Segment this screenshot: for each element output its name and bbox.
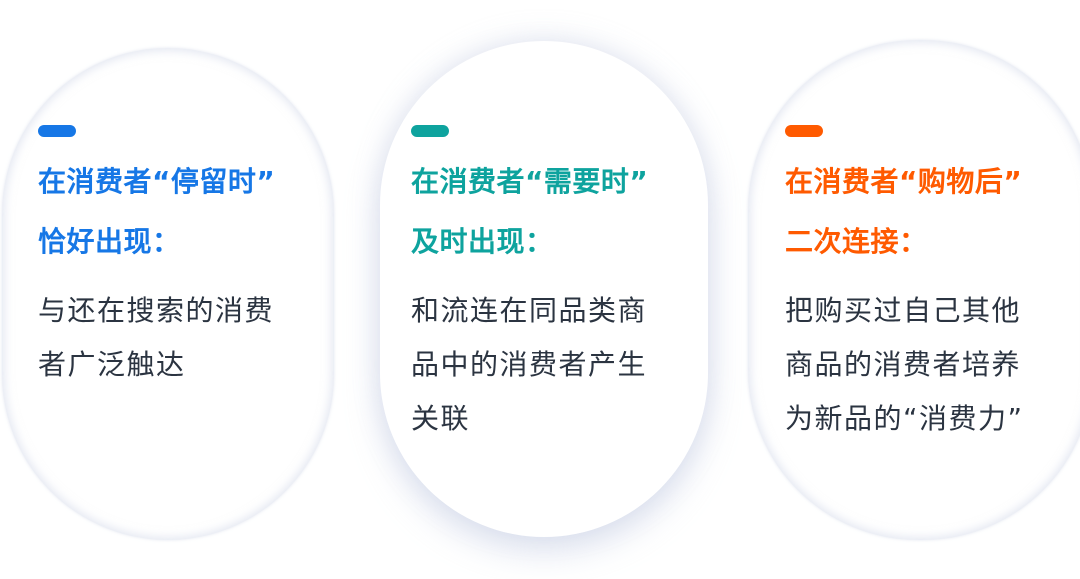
body-line: 和流连在同品类商 [411,294,648,327]
body-line: 品中的消费者产生 [411,348,648,381]
card-title: 在消费者“停留时” 恰好出现： [38,152,275,272]
accent-bar-orange [785,125,823,137]
accent-bar-teal [411,125,449,137]
card-description: 与还在搜索的消费 者广泛触达 [38,284,274,392]
card-need-time [380,41,708,537]
title-line: 在消费者“停留时” [38,165,276,198]
body-line: 商品的消费者培养 [785,348,1022,381]
card-title: 在消费者“购物后” 二次连接： [785,152,1022,272]
title-line: 在消费者“购物后” [785,165,1023,198]
title-line: 恰好出现： [38,225,181,258]
body-line: 者广泛触达 [38,348,186,381]
title-line: 在消费者“需要时” [411,165,649,198]
card-description: 把购买过自己其他 商品的消费者培养 为新品的“消费力” [785,284,1024,446]
card-after-purchase [748,40,1080,540]
card-description: 和流连在同品类商 品中的消费者产生 关联 [411,284,647,446]
card-title: 在消费者“需要时” 及时出现： [411,152,648,272]
body-line: 把购买过自己其他 [785,294,1022,327]
accent-bar-blue [38,125,76,137]
body-line: 关联 [411,402,471,435]
body-line: 为新品的“消费力” [785,402,1024,435]
title-line: 及时出现： [411,225,554,258]
body-line: 与还在搜索的消费 [38,294,275,327]
title-line: 二次连接： [785,225,928,258]
